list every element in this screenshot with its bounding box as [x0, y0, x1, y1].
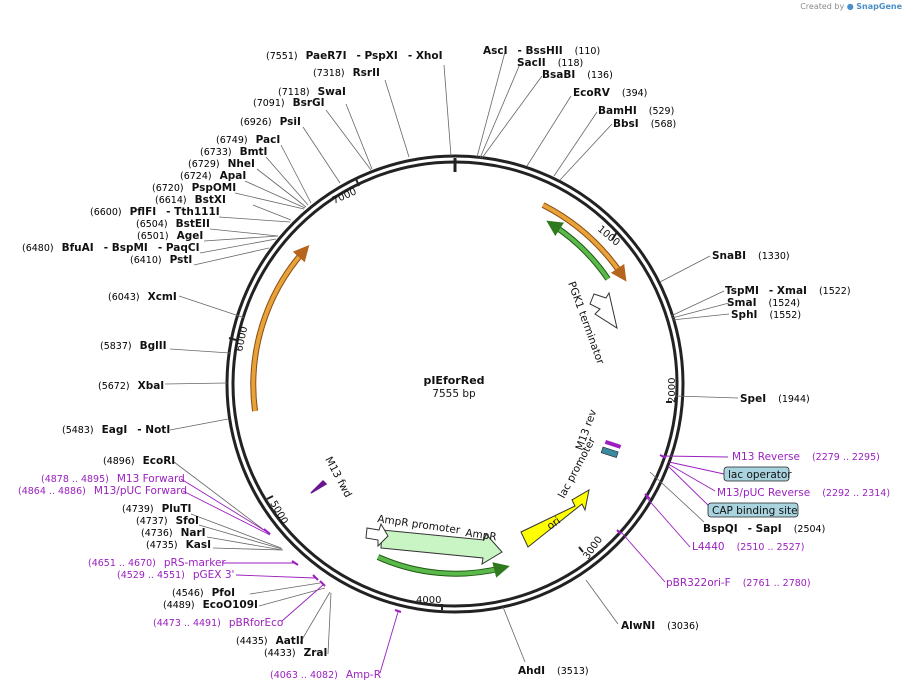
enzyme-label: SnaBI(1330): [712, 250, 790, 262]
enzyme-label: (5483)EagI- NotI: [62, 424, 170, 436]
enzyme-label: (6724)ApaI: [180, 170, 246, 182]
enzyme-label: (4739)PluTI: [122, 503, 191, 515]
enzyme-label: (6600)PflFI- Tth111I: [90, 206, 220, 218]
enzyme-label: (7091)BsrGI: [253, 97, 325, 109]
arc-orange-left: [251, 245, 310, 412]
inner-features: PGK1 terminator AmpR promoter AmpR ori l…: [310, 280, 622, 565]
tick-label-2000: 2000: [667, 378, 678, 403]
enzyme-label: BamHI(529): [598, 105, 674, 117]
primer-label: (4529 .. 4551)pGEX 3': [117, 569, 234, 581]
m13-fwd-arrow: [310, 479, 328, 494]
enzyme-label: (4736)NarI: [141, 527, 206, 539]
enzyme-label: BsaBI(136): [542, 69, 613, 81]
enzyme-label: SmaI(1524): [727, 297, 800, 309]
enzyme-label: (6501)AgeI: [137, 230, 203, 242]
tick-5000: [266, 495, 274, 500]
feature-arcs: [250, 202, 627, 578]
enzyme-label: (7551)PaeR7I- PspXI- XhoI: [266, 50, 443, 62]
enzyme-label: TspMI- XmaI(1522): [725, 285, 851, 297]
primer-label: pBR322ori-F(2761 .. 2780): [666, 577, 811, 589]
snapgene-logo-icon: ●: [846, 2, 854, 11]
plasmid-size: 7555 bp: [432, 388, 476, 400]
primer-marks: [263, 454, 667, 613]
pgk1-terminator-shape: [589, 291, 618, 330]
enzyme-label: (6749)PacI: [216, 134, 280, 146]
enzyme-label: (4433)ZraI: [264, 647, 327, 659]
enzyme-label: (7118)SwaI: [278, 86, 346, 98]
enzyme-label: (6410)PstI: [130, 254, 192, 266]
primer-label: (4651 .. 4670)pRS-marker: [88, 557, 226, 569]
lac-operator-box: [723, 466, 790, 482]
cap-site-label: CAP binding site: [712, 505, 798, 517]
primer-label: (4063 .. 4082)Amp-R: [270, 669, 381, 681]
tick-7000: [355, 178, 360, 187]
arc-green-right: [546, 220, 610, 281]
enzyme-label: (6729)NheI: [188, 158, 255, 170]
cap-site-box: [707, 502, 799, 518]
primer-label: M13/pUC Reverse(2292 .. 2314): [717, 487, 890, 499]
ori-arrow: [520, 489, 590, 548]
tick-label-5000: 5000: [267, 499, 289, 527]
enzyme-labels: (7551)PaeR7I- PspXI- XhoI (7318)RsrII (7…: [22, 45, 851, 677]
enzyme-label: (4735)KasI: [146, 539, 211, 551]
enzyme-label: BbsI(568): [613, 118, 676, 130]
primer-leader-lines: [180, 455, 729, 674]
enzyme-label: (4435)AatII: [236, 635, 304, 647]
ampr-promoter-arrow: [365, 522, 389, 548]
annotation-boxes: lac operator CAP binding site: [707, 466, 799, 518]
m13-rev-marker: [604, 439, 622, 449]
pgk1-terminator-label: PGK1 terminator: [565, 280, 606, 367]
tick-label-6000: 6000: [234, 325, 250, 352]
snapgene-credit: Created by ● SnapGene: [800, 2, 902, 11]
backbone: [225, 154, 685, 614]
enzyme-label: (4737)SfoI: [136, 515, 199, 527]
primer-labels: (4878 .. 4895)M13 Forward (4864 .. 4886)…: [18, 451, 890, 681]
credit-brand: SnapGene: [856, 2, 902, 11]
primer-label: (4878 .. 4895)M13 Forward: [41, 473, 185, 485]
tick-3000: [578, 546, 584, 553]
enzyme-label: AhdI(3513): [518, 665, 589, 677]
enzyme-label: (4546)PfoI: [172, 587, 235, 599]
arc-orange-right: [542, 203, 627, 282]
enzyme-label: BspQI- SapI(2504): [703, 523, 825, 535]
enzyme-label: (6480)BfuAI- BspMI- PaqCI: [22, 242, 199, 254]
enzyme-label: EcoRV(394): [573, 87, 647, 99]
enzyme-label: (6926)PsiI: [240, 116, 301, 128]
credit-prefix: Created by: [800, 2, 845, 11]
enzyme-label: AscI- BssHII(110): [483, 45, 600, 57]
enzyme-label: (6043)XcmI: [108, 291, 177, 303]
enzyme-label: (6504)BstEII: [136, 218, 210, 230]
primer-label: (4473 .. 4491)pBRforEco: [153, 617, 283, 629]
lac-operator-marker: [600, 446, 619, 459]
arc-green-bottom: [377, 555, 510, 578]
enzyme-label: (6733)BmtI: [200, 146, 267, 158]
enzyme-label: (6720)PspOMI: [152, 182, 236, 194]
ampr-arrow: [380, 529, 503, 565]
enzyme-label: (5672)XbaI: [98, 380, 164, 392]
ampr-label: AmpR: [465, 527, 498, 543]
enzyme-label: AlwNI(3036): [621, 620, 699, 632]
plasmid-name: pIEforRed: [423, 374, 484, 387]
enzyme-label: (6614)BstXI: [155, 194, 226, 206]
leader-lines: [164, 51, 739, 663]
enzyme-label: (5837)BglII: [100, 340, 167, 352]
enzyme-label: SacII(118): [517, 57, 583, 69]
enzyme-label: (7318)RsrII: [313, 67, 380, 79]
tick-label-4000: 4000: [416, 595, 441, 606]
primer-label: M13 Reverse(2279 .. 2295): [732, 451, 880, 463]
m13-fwd-label: M13 fwd: [322, 455, 354, 500]
lac-operator-label: lac operator: [728, 469, 792, 481]
enzyme-label: (4896)EcoRI: [103, 455, 175, 467]
enzyme-label: (4489)EcoO109I: [163, 599, 258, 611]
enzyme-label: SphI(1552): [731, 309, 801, 321]
primer-label: L4440(2510 .. 2527): [692, 541, 804, 553]
primer-label: (4864 .. 4886)M13/pUC Forward: [18, 485, 187, 497]
enzyme-label: SpeI(1944): [740, 393, 810, 405]
tick-1000: [611, 231, 618, 241]
tick-6000: [228, 337, 237, 341]
